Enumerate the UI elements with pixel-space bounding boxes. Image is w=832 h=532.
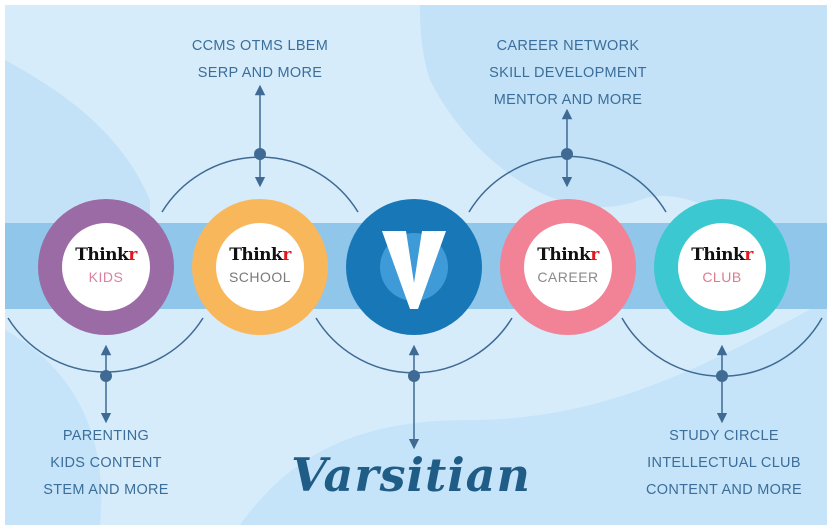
caption-kids-line-2: KIDS CONTENT [50,455,162,471]
background-wave-bottom [240,300,827,525]
node-school[interactable]: Thinkr SCHOOL [192,199,328,335]
background-wave-top-left [5,60,150,230]
background-wave-bottom-left [5,330,102,525]
node-kids-label: KIDS [88,269,124,285]
node-club[interactable]: Thinkr CLUB [654,199,790,335]
node-career-inner: Thinkr CAREER [524,223,612,311]
node-school-inner: Thinkr SCHOOL [216,223,304,311]
caption-school-line-2: SERP AND MORE [197,65,323,81]
caption-club: STUDY CIRCLE INTELLECTUAL CLUB CONTENT A… [594,423,832,504]
node-school-label: SCHOOL [228,269,292,285]
varsitian-title: Varsitian [291,448,531,502]
node-kids[interactable]: Thinkr KIDS [38,199,174,335]
caption-career-line-2: SKILL DEVELOPMENT [489,65,647,81]
caption-school: CCMS OTMS LBEM SERP AND MORE [130,33,390,87]
node-career-brand: Thinkr [537,245,599,265]
caption-career-line-1: CAREER NETWORK [496,38,640,54]
background-wave-top-right [420,5,827,250]
caption-career: CAREER NETWORK SKILL DEVELOPMENT MENTOR … [438,33,698,114]
node-center[interactable] [346,199,482,335]
caption-kids-line-1: PARENTING [62,428,150,444]
caption-school-line-1: CCMS OTMS LBEM [191,38,329,54]
node-career[interactable]: Thinkr CAREER [500,199,636,335]
caption-club-line-3: CONTENT AND MORE [646,482,802,498]
node-kids-brand: Thinkr [75,245,137,265]
caption-career-line-3: MENTOR AND MORE [493,92,643,108]
node-club-label: CLUB [702,269,742,285]
caption-kids: PARENTING KIDS CONTENT STEM AND MORE [0,423,236,504]
caption-kids-line-3: STEM AND MORE [43,482,169,498]
node-kids-inner: Thinkr KIDS [62,223,150,311]
node-school-brand: Thinkr [229,245,291,265]
node-career-label: CAREER [537,269,599,285]
node-club-inner: Thinkr CLUB [678,223,766,311]
node-club-brand: Thinkr [691,245,753,265]
caption-club-line-2: INTELLECTUAL CLUB [647,455,801,471]
varsitian-v-icon [382,231,446,309]
caption-club-line-1: STUDY CIRCLE [669,428,779,444]
